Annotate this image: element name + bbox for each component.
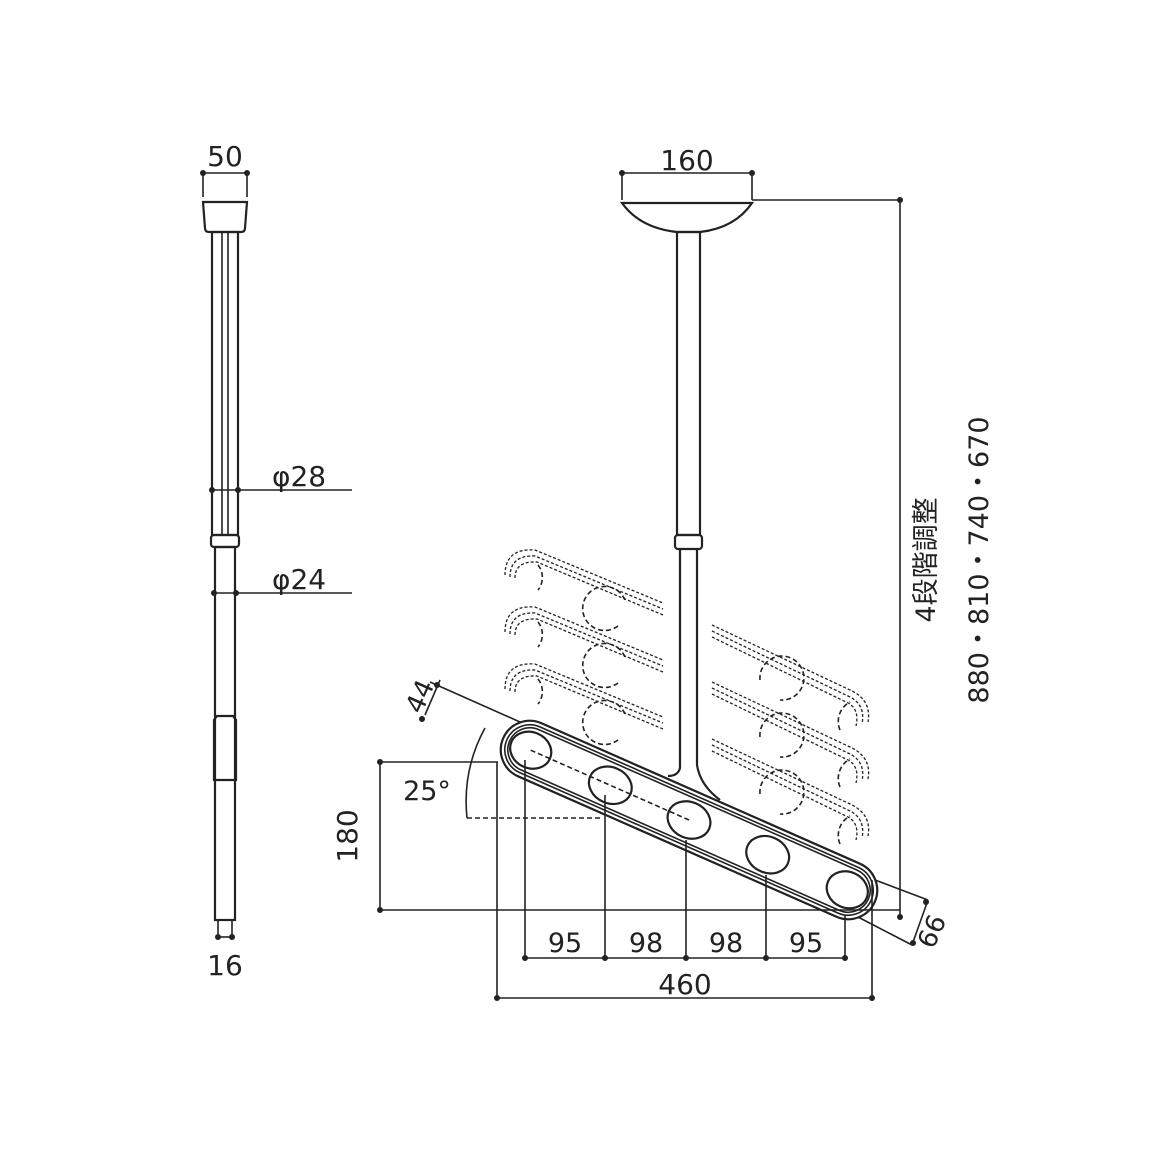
dim-pitch: 95 <box>789 928 823 959</box>
ceiling-cap <box>201 200 249 234</box>
hole <box>825 870 869 910</box>
dim-arm-end: 66 <box>912 911 953 953</box>
dim-arm-width: 44 <box>400 676 441 718</box>
dim-pitch: 95 <box>548 928 582 959</box>
lower-pole <box>667 549 721 801</box>
side-view: 50 φ28 φ24 16 <box>200 140 352 982</box>
hole <box>666 800 712 840</box>
hole <box>587 765 633 806</box>
dim-arm-drop: 180 <box>331 809 364 862</box>
lower-pipe <box>213 545 237 922</box>
dim-angle: 25° <box>403 776 451 807</box>
clamp <box>212 714 238 782</box>
front-view: 160 <box>331 144 995 1001</box>
pole-joint <box>673 533 704 551</box>
dim-pitch: 98 <box>709 928 743 959</box>
height-options: 880・810・740・670 <box>964 416 995 703</box>
dim-lower-diameter: φ24 <box>272 563 326 596</box>
dim-top-width: 50 <box>207 140 243 173</box>
hanger-arm <box>499 719 879 921</box>
upper-pole <box>675 230 702 537</box>
hole <box>509 730 553 770</box>
ceiling-base <box>619 201 755 234</box>
dim-total-width: 460 <box>658 968 711 1001</box>
dim-base-width: 160 <box>660 144 713 177</box>
dim-upper-diameter: φ28 <box>272 460 326 493</box>
adjust-label: 4段階調整 <box>911 497 942 622</box>
hanger-positions <box>504 549 870 845</box>
dim-pitch: 98 <box>629 928 663 959</box>
hole <box>745 834 791 875</box>
pipe-joint <box>209 533 241 549</box>
dim-bottom-width: 16 <box>207 949 243 982</box>
